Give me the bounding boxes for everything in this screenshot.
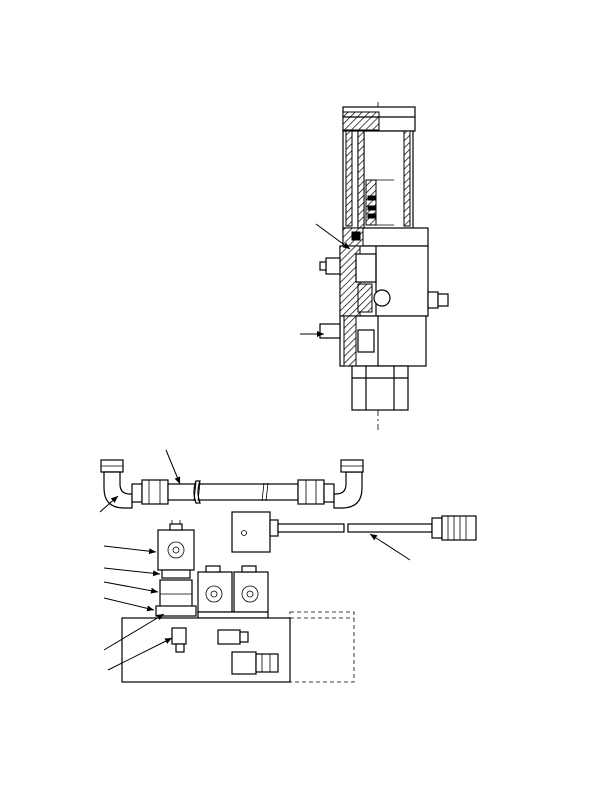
hose-right-coupling [297, 479, 325, 505]
sensor-connector [441, 515, 477, 541]
callout-leader-spacer [103, 567, 161, 577]
manifold-port-fitting [171, 627, 187, 645]
manifold-extension-dashed [289, 611, 355, 683]
callout-leader-elbow [99, 495, 119, 513]
solenoid-valve-2 [233, 571, 269, 613]
callout-leader-coil [103, 545, 157, 555]
solenoid-spacer [161, 569, 191, 579]
valve-piston [365, 179, 377, 226]
valve-top-cap-section [342, 111, 380, 131]
callout-leader-base [103, 597, 155, 612]
manifold-fitting-2 [231, 651, 257, 675]
valve-bottom-nut [351, 365, 409, 411]
callout-leader-sensor [369, 533, 411, 561]
solenoid-coil-exploded [157, 529, 195, 571]
solenoid-base-plate [155, 605, 197, 617]
solenoid-valve-1 [197, 571, 233, 613]
hose-left-elbow [103, 471, 133, 509]
sensor-block [231, 511, 271, 553]
callout-leader-oring [103, 613, 165, 651]
sensor-cable [231, 511, 477, 561]
solenoid-manifold [103, 520, 355, 683]
hose-left-coupling [141, 479, 169, 505]
sensor-cable-wire [277, 523, 345, 533]
callout-leader-port [107, 637, 173, 671]
valve-cylinder [342, 130, 414, 232]
manifold-fitting-1 [217, 629, 241, 645]
hose-tube [167, 483, 299, 501]
valve-assembly [300, 102, 449, 430]
valve-side-bolt [427, 291, 439, 309]
hose-assembly [99, 449, 364, 513]
callout-leader-stem [103, 581, 159, 594]
valve-side-fitting-left [325, 257, 341, 275]
hose-right-elbow [333, 471, 363, 509]
callout-leader-hose [165, 449, 181, 485]
callout-leader-valve-upper [315, 223, 351, 250]
